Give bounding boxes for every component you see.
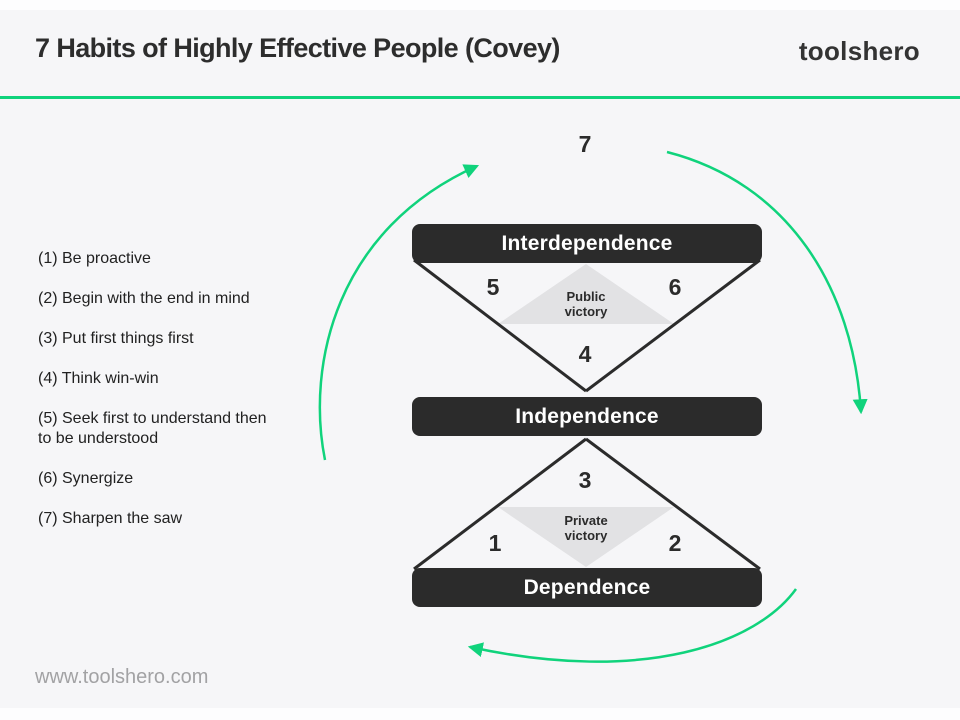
top-strip [0, 0, 960, 10]
level-label-independence: Independence [515, 404, 659, 428]
private-victory-line2: victory [564, 528, 608, 543]
habit-item-7: (7) Sharpen the saw [38, 510, 183, 527]
habit-item-3: (3) Put first things first [38, 330, 194, 347]
level-label-interdependence: Interdependence [501, 231, 673, 255]
private-victory-line1: Private [564, 513, 608, 528]
toolshero-logo: toolshero [798, 36, 920, 66]
level-bar-interdependence: Interdependence [412, 224, 762, 263]
habit-item-6: (6) Synergize [38, 470, 134, 487]
habit-item-1: (1) Be proactive [38, 250, 151, 267]
habit-item-5: (5) Seek first to understand then to be … [38, 410, 267, 447]
habit-item-2: (2) Begin with the end in mind [38, 290, 250, 307]
public-victory-line1: Public [566, 289, 606, 304]
habit-number-6: 6 [668, 274, 682, 300]
habit-number-1: 1 [488, 530, 502, 556]
habit-number-3: 3 [578, 467, 592, 493]
website-url: www.toolshero.com [35, 666, 209, 688]
private-victory-label: Private victory [526, 513, 646, 543]
habit-item-4: (4) Think win-win [38, 370, 159, 387]
public-victory-line2: victory [564, 304, 608, 319]
habit-number-7: 7 [578, 131, 592, 157]
bottom-strip [0, 708, 960, 720]
header-divider-line [0, 96, 960, 99]
habit-number-4: 4 [578, 341, 592, 367]
habit-number-5: 5 [486, 274, 500, 300]
public-victory-label: Public victory [526, 289, 646, 319]
level-label-dependence: Dependence [523, 575, 651, 599]
habit-number-2: 2 [668, 530, 682, 556]
level-bar-dependence: Dependence [412, 568, 762, 607]
habits-list: (1) Be proactive (2) Begin with the end … [38, 249, 283, 529]
page-title: 7 Habits of Highly Effective People (Cov… [35, 33, 560, 63]
cycle-arrow-right-down-icon [666, 150, 868, 415]
level-bar-independence: Independence [412, 397, 762, 436]
